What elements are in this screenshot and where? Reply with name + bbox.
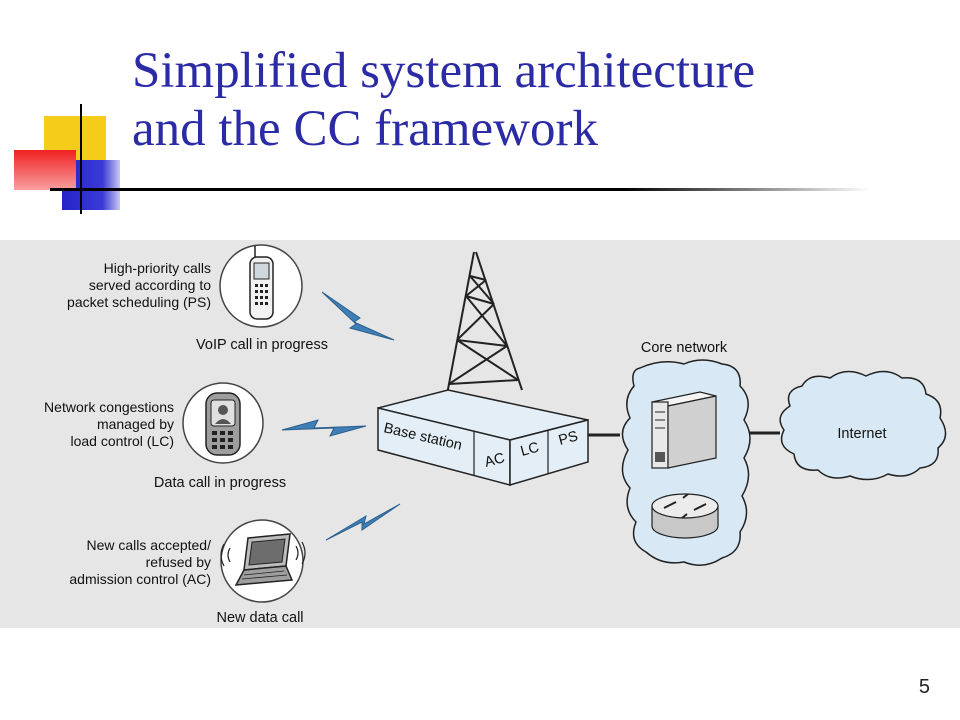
call-voip: High-priority calls served according to … (67, 244, 328, 353)
server-icon (651, 391, 717, 469)
call-desc-line: served according to (89, 277, 211, 293)
call-desc-line: packet scheduling (PS) (67, 294, 211, 310)
core-network: Core network (621, 340, 751, 566)
title-line-2: and the CC framework (132, 101, 598, 157)
video-phone-icon (205, 392, 241, 456)
wireless-link-1 (321, 291, 395, 341)
call-data: Network congestions managed by load cont… (44, 382, 286, 491)
router-icon (651, 493, 719, 539)
core-network-label: Core network (641, 340, 728, 356)
slide-title: Simplified system architecture and the C… (132, 42, 932, 158)
page-number: 5 (918, 676, 930, 698)
call-caption: Data call in progress (154, 475, 286, 491)
mobile-phone-icon (249, 246, 274, 320)
decor-vertical-line (80, 104, 82, 214)
call-desc-line: admission control (AC) (69, 571, 211, 587)
module-ps: PS (557, 428, 580, 448)
internet-cloud: Internet (779, 370, 947, 481)
internet-label: Internet (837, 426, 886, 442)
wireless-link-2 (281, 419, 367, 437)
module-ac: AC (483, 450, 507, 471)
call-caption: VoIP call in progress (196, 337, 328, 353)
call-desc-line: load control (LC) (71, 433, 175, 449)
call-desc-line: High-priority calls (104, 260, 211, 276)
call-desc-line: Network congestions (44, 399, 174, 415)
title-underline (50, 188, 870, 191)
title-line-1: Simplified system architecture (132, 43, 756, 99)
wireless-link-3 (325, 503, 401, 541)
call-new: New calls accepted/ refused by admission… (69, 519, 306, 626)
antenna-tower (444, 251, 523, 406)
module-lc: LC (519, 440, 541, 460)
call-desc-line: New calls accepted/ (86, 537, 211, 553)
base-station: Base station AC LC PS (377, 389, 589, 487)
call-caption: New data call (216, 610, 303, 626)
laptop-icon (220, 533, 306, 586)
decor-red-square (14, 150, 76, 190)
call-desc-line: refused by (146, 554, 211, 570)
call-desc-line: managed by (97, 416, 174, 432)
architecture-diagram: High-priority calls served according to … (0, 240, 960, 628)
